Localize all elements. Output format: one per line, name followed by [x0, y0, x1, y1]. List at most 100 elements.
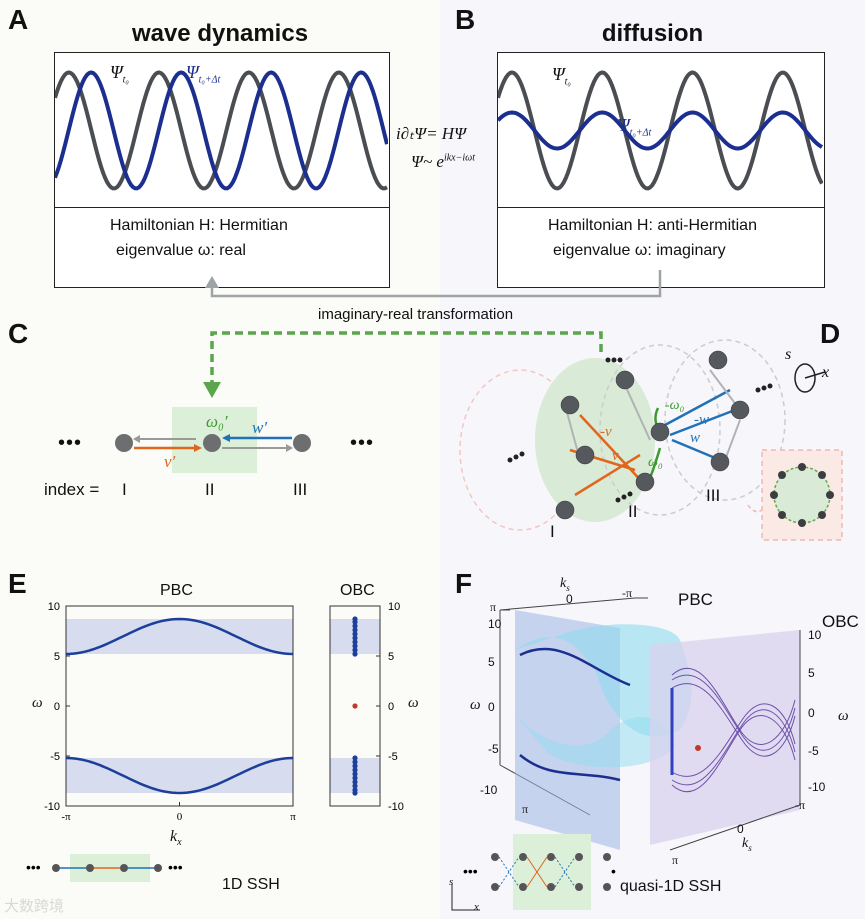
site-label-d-i: I — [550, 522, 555, 541]
omega-label: ω₀′ — [206, 412, 228, 431]
tick-right: -5 — [808, 744, 819, 758]
omega-label-d: ω₀ — [648, 455, 663, 470]
quasi-axis-x: x — [474, 901, 479, 913]
panel-b-line2: eigenvalue ω: imaginary — [553, 242, 726, 259]
pbc-ytick-label: 10 — [48, 601, 60, 613]
panel-f-obc-title: OBC — [822, 612, 859, 631]
pbc-band-upper — [519, 647, 631, 687]
panel-e-letter: E — [8, 568, 27, 599]
obc-point — [352, 651, 358, 657]
chain-dots-left: ••• — [58, 432, 83, 454]
obc-ytick-label: 10 — [388, 601, 400, 613]
obc-point — [352, 775, 358, 781]
pbc-xtick-label: π — [290, 811, 296, 823]
panel-e-bottom-label: 1D SSH — [222, 876, 280, 893]
panel-e-xlabel: kx — [170, 828, 182, 849]
transformation-label: imaginary-real transformation — [318, 306, 514, 323]
site-label-ii: II — [205, 480, 215, 499]
tick-right: 5 — [808, 666, 815, 680]
pbc-surface-top — [515, 624, 692, 737]
site-label-i: I — [122, 480, 127, 499]
panel-f-3d-plot — [499, 597, 801, 851]
pbc-xtick-label: 0 — [177, 811, 183, 823]
panel-a-title: wave dynamics — [131, 20, 309, 47]
obc-point — [352, 779, 358, 785]
s-x-axis-icon — [451, 884, 480, 911]
obc-point — [352, 783, 358, 789]
neg-omega-label: -ω₀ — [665, 398, 685, 413]
schrodinger-equation: i∂ₜΨ= HΨ — [396, 124, 467, 143]
panel-b-title: diffusion — [601, 20, 704, 47]
obc-point — [352, 619, 358, 625]
quasi-ssh-mini: ••• • — [463, 834, 616, 910]
quasi-axis-s: s — [449, 876, 454, 888]
obc-point — [352, 767, 358, 773]
obc-point — [352, 771, 358, 777]
wave-psi-t0 — [498, 70, 823, 191]
panel-e-ylabel: ω — [32, 695, 43, 711]
panel-c-letter: C — [8, 318, 29, 349]
pbc-series-1 — [65, 756, 294, 795]
panel-a-divider — [54, 207, 390, 208]
v-label: v′ — [164, 452, 176, 471]
pbc-ytick-label: 5 — [54, 651, 60, 663]
watermark: 大数跨境 — [4, 898, 65, 915]
inset-sites — [770, 463, 834, 527]
obc-ytick-label: 0 — [388, 701, 394, 713]
obc-ytick-label: -10 — [388, 801, 404, 813]
panel-f-bottom-label: quasi-1D SSH — [620, 878, 722, 895]
tick-kx-pi: π — [522, 802, 529, 816]
svg-text:•: • — [611, 863, 616, 879]
obc-point — [352, 627, 358, 633]
tick-bottom-pi: π — [672, 853, 679, 867]
obc-point — [352, 647, 358, 653]
panel-f-pbc-title: PBC — [678, 590, 713, 609]
tick-right: 10 — [808, 628, 822, 642]
w-couplings — [664, 388, 736, 462]
rotation-axis-icon — [794, 363, 816, 393]
axis-s-label: s — [785, 346, 792, 363]
axis-x-label: x — [822, 364, 830, 381]
panel-e-obc-ylabel: ω — [408, 695, 419, 711]
panel-b-letter: B — [455, 4, 476, 35]
obc-point — [352, 755, 358, 761]
wave-psi-t1 — [55, 70, 388, 191]
wave-psi-t0 — [55, 70, 388, 191]
site-label-iii: III — [293, 480, 308, 499]
panel-b-psi-t0-label: Ψt₀ — [552, 64, 571, 88]
panel-a-psi-t0-label: Ψt₀ — [110, 62, 129, 86]
pbc-ytick-label: -10 — [44, 801, 60, 813]
svg-text:•••: ••• — [168, 859, 183, 875]
ssh-chain-mini: ••• ••• — [26, 854, 183, 882]
neg-v-label: -v — [600, 424, 612, 440]
obc-point — [352, 759, 358, 765]
panel-a-letter: A — [8, 4, 29, 35]
chain-dots-right: ••• — [350, 432, 375, 454]
w-label: w′ — [252, 418, 268, 437]
tick-bottom-neg-pi: -π — [795, 798, 806, 812]
site-label-d-ii: II — [628, 502, 638, 521]
panel-c-chain — [115, 407, 311, 473]
ring-iii — [664, 339, 786, 501]
panel-f-ks-bottom: ks — [742, 836, 752, 853]
panel-b-waves — [498, 70, 823, 191]
tick-left: -5 — [488, 742, 499, 756]
inset-connector — [747, 504, 763, 513]
obc-point — [352, 643, 358, 649]
obc-point — [352, 623, 358, 629]
obc-ytick-label: 5 — [388, 651, 394, 663]
panel-a-line2: eigenvalue ω: real — [116, 242, 246, 259]
site-label-d-iii: III — [706, 486, 721, 505]
panel-b-line1: Hamiltonian H: anti-Hermitian — [548, 217, 757, 234]
plane-wave-equation: Ψ~ eikx−iωt — [411, 152, 475, 171]
v-label-d: v — [612, 448, 619, 464]
obc-point — [352, 790, 358, 796]
pbc-surface-bottom — [515, 715, 675, 768]
obc-point — [352, 635, 358, 641]
ring-i-green — [535, 358, 655, 522]
panel-a-waves — [55, 70, 388, 191]
panel-b-divider — [497, 207, 825, 208]
obc-point — [352, 639, 358, 645]
pbc-ytick-label: -5 — [50, 751, 60, 763]
panel-e-pbc-title: PBC — [160, 582, 193, 599]
